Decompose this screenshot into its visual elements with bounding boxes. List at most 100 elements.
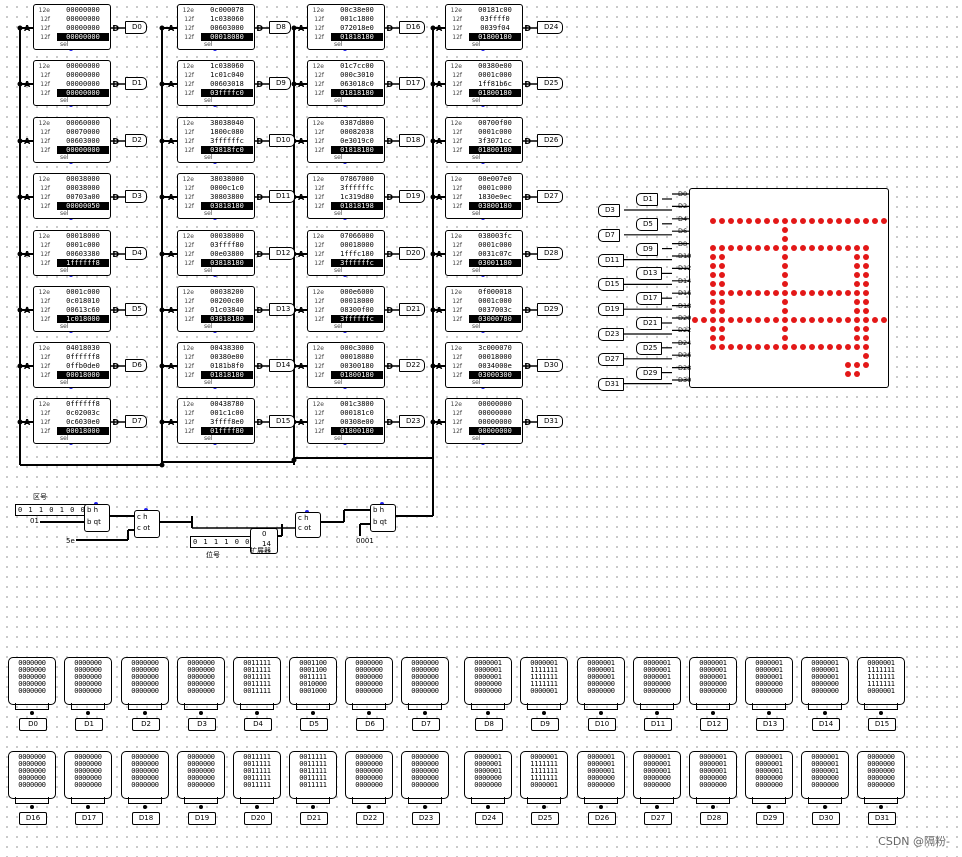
bit-row: 0000001 <box>811 767 839 775</box>
adder[interactable] <box>134 510 160 538</box>
rom-row-label: 12f <box>314 203 324 210</box>
bit-grid-tag: D23 <box>412 812 440 825</box>
bit-grid-tag: D2 <box>132 718 160 731</box>
rom-row-label: 12f <box>314 419 324 426</box>
rom-row-label: 12f <box>184 16 194 23</box>
led-on <box>781 217 788 224</box>
rom-row-label: 12f <box>452 410 462 417</box>
register-d-bottom: b qt <box>373 518 387 526</box>
bit-row: 0000000 <box>355 680 383 688</box>
rom-data-port: D <box>256 137 263 146</box>
rom-word: 00000000 <box>478 400 512 408</box>
area-bits-input[interactable]: 0 1 1 0 1 0 0 <box>15 504 89 516</box>
bit-row: 0000001 <box>587 659 615 667</box>
led-on <box>709 280 716 287</box>
rom-word: 00700f00 <box>478 119 512 127</box>
junction-dot <box>430 419 436 425</box>
extender[interactable] <box>250 528 278 554</box>
rom-word: 00200c00 <box>210 297 244 305</box>
rom-row-label: 12f <box>314 428 324 435</box>
rom-row-label: 12f <box>184 242 194 249</box>
led-on <box>790 244 797 251</box>
rom-word: 00e03800 <box>210 250 244 258</box>
bit-grid-tag: D11 <box>644 718 672 731</box>
junction-dot <box>159 138 165 144</box>
rom-word: 072018e0 <box>340 24 374 32</box>
extender-label: 扩展器 <box>250 547 271 555</box>
bit-row: 0000000 <box>355 659 383 667</box>
bit-row: 0000001 <box>587 673 615 681</box>
led-on <box>754 343 761 350</box>
register-b[interactable] <box>84 504 110 532</box>
rom-word: 00000000 <box>57 89 109 97</box>
rom-row-label: 12e <box>182 345 194 352</box>
rom-row-label: 12f <box>452 354 462 361</box>
rom-row-label: 12f <box>314 138 324 145</box>
bit-row: 0000000 <box>18 753 46 761</box>
rom-row-label: 12e <box>38 120 50 127</box>
grid-output-pin <box>823 711 827 715</box>
rom-data-port: D <box>112 250 119 259</box>
bit-row: 0000000 <box>643 774 671 782</box>
junction-dot <box>430 363 436 369</box>
bit-row: 0000000 <box>131 673 159 681</box>
rom-select-port: sel <box>60 97 69 104</box>
register-d[interactable] <box>370 504 396 532</box>
rom-row-label: 12e <box>38 289 50 296</box>
bit-grid-tag: D4 <box>244 718 272 731</box>
bit-grid-foot <box>640 703 674 710</box>
register-c[interactable] <box>295 512 321 538</box>
grid-output-pin <box>199 711 203 715</box>
bit-grid-foot <box>184 703 218 710</box>
rom-select-port: sel <box>60 210 69 217</box>
junction-dot <box>159 81 165 87</box>
grid-output-pin <box>767 711 771 715</box>
led-on <box>826 217 833 224</box>
bit-grid-tag: D25 <box>531 812 559 825</box>
bit-row: 0000000 <box>74 753 102 761</box>
bit-grid-tag: D19 <box>188 812 216 825</box>
bit-row: 0000001 <box>699 760 727 768</box>
led-on <box>871 217 878 224</box>
bit-row: 0011111 <box>243 760 271 768</box>
rom-word: 00613c60 <box>66 306 100 314</box>
bit-row: 0000001 <box>643 767 671 775</box>
bit-row: 0011111 <box>299 760 327 768</box>
bit-row: 0000001 <box>755 767 783 775</box>
rom-row-label: 12f <box>452 147 462 154</box>
